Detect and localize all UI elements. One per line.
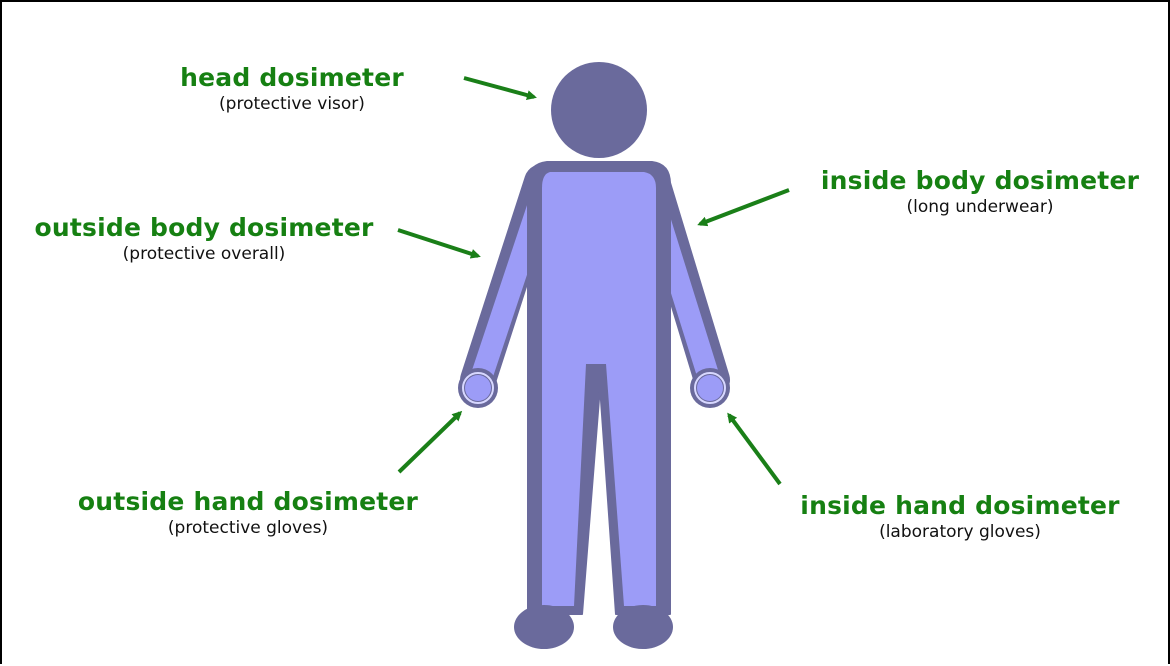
head-dosimeter-label: head dosimeter (protective visor) bbox=[172, 63, 412, 115]
right-foot bbox=[613, 605, 673, 649]
inside-hand-dosimeter-label: inside hand dosimeter (laboratory gloves… bbox=[782, 491, 1138, 543]
inside-body-arrow bbox=[700, 190, 789, 224]
head-dosimeter-title: head dosimeter bbox=[172, 63, 412, 93]
outside-body-arrow bbox=[398, 230, 478, 256]
left-foot bbox=[514, 605, 574, 649]
outside-hand-arrow bbox=[399, 413, 460, 472]
inside-body-dosimeter-label: inside body dosimeter (long underwear) bbox=[802, 166, 1158, 218]
outside-hand-dosimeter-title: outside hand dosimeter bbox=[56, 487, 440, 517]
inside-hand-dosimeter-title: inside hand dosimeter bbox=[782, 491, 1138, 521]
right-hand-inner bbox=[697, 375, 723, 401]
head-arrow bbox=[464, 78, 534, 97]
head-dosimeter-subtitle: (protective visor) bbox=[172, 93, 412, 115]
inside-body-dosimeter-subtitle: (long underwear) bbox=[802, 196, 1158, 218]
outside-hand-dosimeter-subtitle: (protective gloves) bbox=[56, 517, 440, 539]
inside-hand-dosimeter-subtitle: (laboratory gloves) bbox=[782, 521, 1138, 543]
inside-hand-arrow bbox=[729, 415, 780, 484]
outside-body-dosimeter-subtitle: (protective overall) bbox=[16, 243, 392, 265]
inside-body-dosimeter-title: inside body dosimeter bbox=[802, 166, 1158, 196]
outside-hand-dosimeter-label: outside hand dosimeter (protective glove… bbox=[56, 487, 440, 539]
left-hand-inner bbox=[465, 375, 491, 401]
outside-body-dosimeter-label: outside body dosimeter (protective overa… bbox=[16, 213, 392, 265]
outside-body-dosimeter-title: outside body dosimeter bbox=[16, 213, 392, 243]
head-shape bbox=[551, 62, 647, 158]
